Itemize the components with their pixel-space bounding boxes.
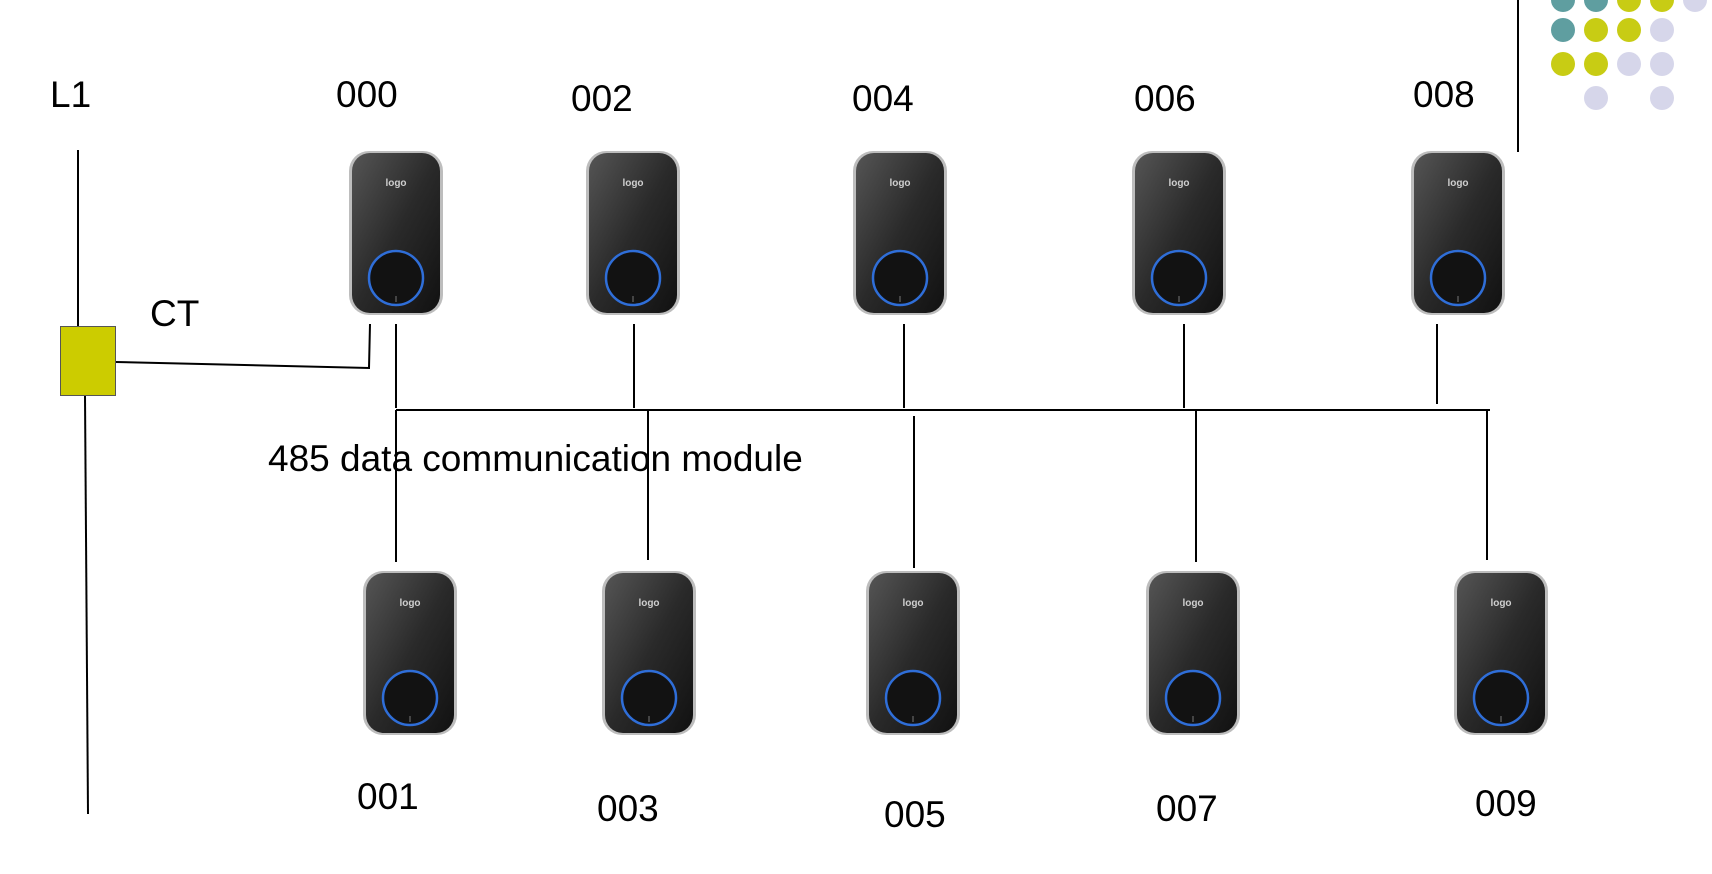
dot (1617, 0, 1641, 12)
dot (1551, 18, 1575, 42)
charger-label-008: 008 (1413, 74, 1475, 115)
device-logo-text: logo (385, 178, 406, 189)
dot (1551, 0, 1575, 12)
dot (1650, 52, 1674, 76)
dot (1617, 18, 1641, 42)
dot (1650, 0, 1674, 12)
dot (1584, 86, 1608, 110)
l1-line-lower (84, 395, 89, 815)
charger-label-009: 009 (1475, 783, 1537, 824)
dot (1617, 52, 1641, 76)
charger-001: logo (362, 570, 458, 736)
charger-label-005: 005 (884, 794, 946, 835)
device-logo-text: logo (1182, 598, 1203, 609)
dot (1650, 86, 1674, 110)
device-logo-text: logo (622, 178, 643, 189)
bus-label: 485 data communication module (268, 438, 803, 479)
device-logo-text: logo (902, 598, 923, 609)
ct-wire (115, 323, 371, 370)
device-logo-text: logo (1168, 178, 1189, 189)
dot (1584, 52, 1608, 76)
charger-004: logo (852, 150, 948, 316)
charger-006: logo (1131, 150, 1227, 316)
charger-label-002: 002 (571, 78, 633, 119)
device-logo-text: logo (1490, 598, 1511, 609)
charger-005: logo (865, 570, 961, 736)
charger-label-004: 004 (852, 78, 914, 119)
charger-009: logo (1453, 570, 1549, 736)
charger-002: logo (585, 150, 681, 316)
charger-008: logo (1410, 150, 1506, 316)
charger-000: logo (348, 150, 444, 316)
device-logo-text: logo (399, 598, 420, 609)
charger-label-006: 006 (1134, 78, 1196, 119)
dot (1584, 0, 1608, 12)
device-logo-text: logo (889, 178, 910, 189)
l1-label: L1 (50, 74, 92, 115)
charger-label-000: 000 (336, 74, 398, 115)
charger-003: logo (601, 570, 697, 736)
dot (1683, 0, 1707, 12)
charger-label-001: 001 (357, 776, 419, 817)
device-logo-text: logo (1447, 178, 1468, 189)
charger-label-007: 007 (1156, 788, 1218, 829)
charger-label-003: 003 (597, 788, 659, 829)
dot (1650, 18, 1674, 42)
charger-007: logo (1145, 570, 1241, 736)
dot (1584, 18, 1608, 42)
ct-box (60, 326, 116, 396)
dot (1551, 52, 1575, 76)
ct-label: CT (150, 293, 200, 334)
device-logo-text: logo (638, 598, 659, 609)
